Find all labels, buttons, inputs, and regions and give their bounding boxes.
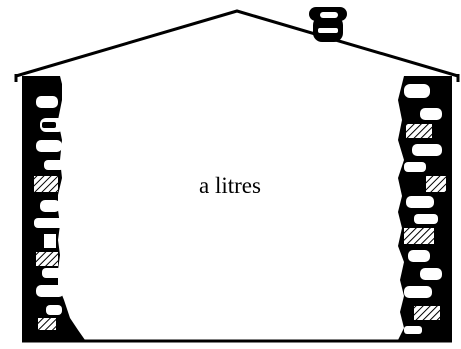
roof <box>15 9 459 78</box>
right-brick <box>404 162 426 172</box>
left-brick-hatched <box>38 318 56 330</box>
left-wall <box>22 76 85 340</box>
right-brick <box>414 214 438 224</box>
volume-label: a litres <box>199 173 261 198</box>
right-brick-hatched <box>426 176 446 192</box>
left-brick <box>44 234 56 248</box>
left-brick-hatched <box>36 252 58 266</box>
left-brick <box>42 122 56 128</box>
right-wall <box>398 76 452 340</box>
left-brick <box>44 160 64 170</box>
chimney-highlight <box>320 12 338 18</box>
right-brick-hatched <box>406 124 432 138</box>
right-brick-hatched <box>404 228 434 244</box>
chimney-brick-line <box>318 28 338 33</box>
right-brick <box>406 196 434 208</box>
right-brick <box>412 144 442 156</box>
left-brick <box>36 140 62 152</box>
left-brick <box>34 218 64 228</box>
left-brick-hatched <box>34 176 58 192</box>
right-brick <box>420 108 442 120</box>
right-brick <box>404 326 422 334</box>
right-brick <box>404 286 432 298</box>
left-brick <box>40 200 60 212</box>
right-brick <box>404 84 430 98</box>
left-brick <box>42 268 62 278</box>
right-brick <box>420 268 442 280</box>
left-brick <box>36 96 58 108</box>
right-brick-hatched <box>414 306 440 320</box>
right-brick <box>408 250 430 262</box>
left-brick <box>36 285 64 297</box>
left-brick <box>46 305 62 315</box>
